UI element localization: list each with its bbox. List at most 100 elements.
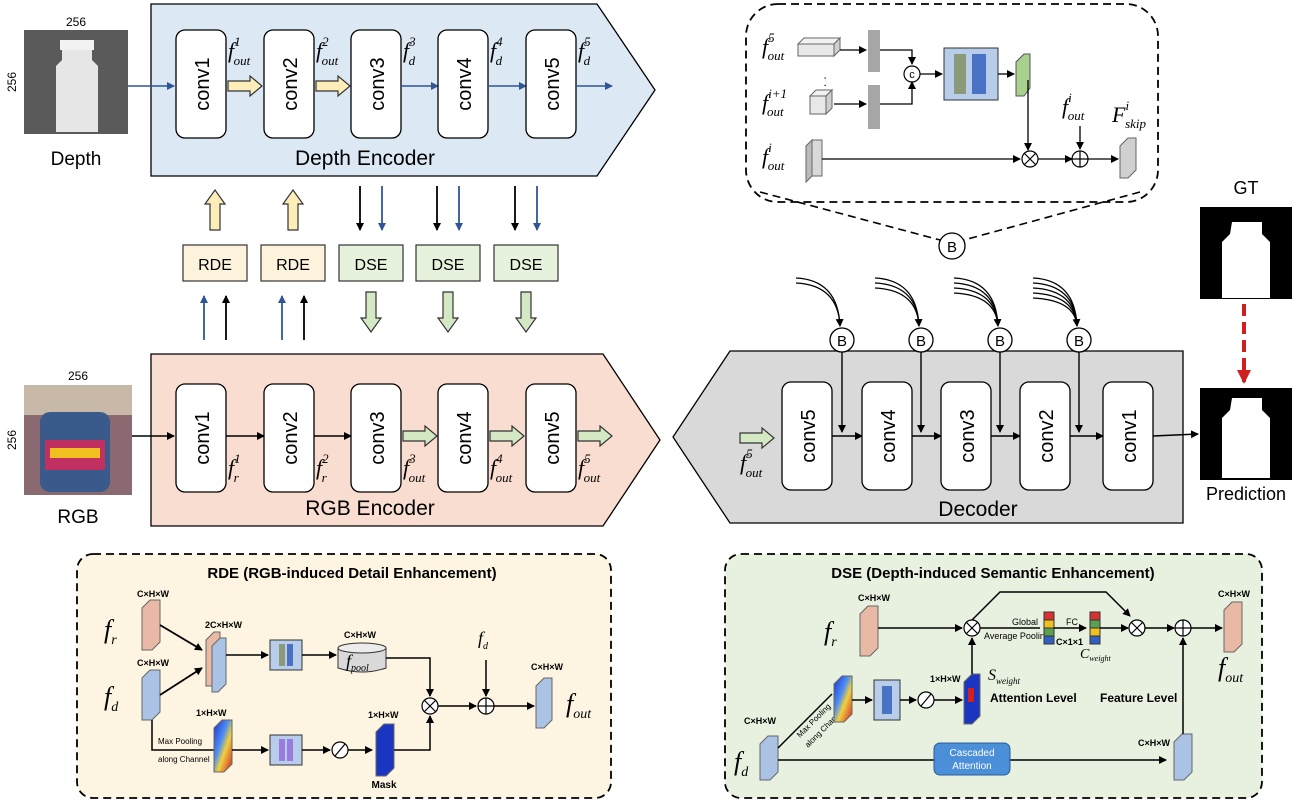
decoder-b-label-2: B <box>916 333 926 350</box>
decoder-title: Decoder <box>938 498 1017 521</box>
dse-out-cube <box>1223 601 1243 653</box>
dse-dim-out: C×H×W <box>1218 589 1251 599</box>
dse-dim-sw: 1×H×W <box>930 674 961 684</box>
depth-conv5-label: conv5 <box>542 57 564 110</box>
b-detail-node-label: B <box>947 239 957 256</box>
rde-maxpool-2: along Channel <box>158 755 210 764</box>
rgb-conv3-label: conv3 <box>367 411 389 464</box>
depth-fat-arrow-2 <box>315 74 351 98</box>
decoder-output-arrow <box>1152 430 1199 439</box>
dse-dim-fc: C×1×1 <box>1056 637 1083 647</box>
dse-cascaded-2: Attention <box>952 761 991 772</box>
dse-fd-cube <box>759 735 779 781</box>
depth-fat-arrow-1 <box>227 74 263 98</box>
dse-fd: fd <box>734 747 749 780</box>
depth-conv4-block <box>437 29 489 139</box>
dse-cweight-vector <box>1089 611 1101 645</box>
decoder-b-label-4: B <box>1074 333 1084 350</box>
rde-up-arrow-2 <box>281 188 305 231</box>
b-cube-fi1 <box>808 88 834 116</box>
rde-dim-fr: C×H×W <box>137 589 170 599</box>
rde-maxpool-map <box>213 719 233 773</box>
b-cube-f5 <box>796 36 842 58</box>
rgb-fat-arrow-4 <box>489 424 525 448</box>
decoder-conv4-label: conv4 <box>878 409 900 462</box>
depth-conv1-label: conv1 <box>192 57 214 110</box>
middle-rde-2 <box>260 244 326 282</box>
rde-panel-title: RDE (RGB-induced Detail Enhancement) <box>207 565 496 582</box>
dse-cascaded-1: Cascaded <box>949 748 994 759</box>
decoder-conv2-label: conv2 <box>1036 409 1058 462</box>
rde-fd: fd <box>104 682 119 715</box>
middle-dse-label-5: DSE <box>510 257 543 274</box>
dse-feat-cube <box>1173 733 1193 781</box>
rgb-conv4-block <box>437 383 489 493</box>
dse-dim-feat: C×H×W <box>1138 738 1171 748</box>
b-conv-top <box>868 30 880 72</box>
dse-panel: DSE (Depth-induced Semantic Enhancement)… <box>724 553 1263 799</box>
depth-conv2-block <box>263 29 315 139</box>
outputs: GT Prediction <box>1200 178 1292 504</box>
middle-dse-4 <box>415 244 481 282</box>
rgb-encoder-title: RGB Encoder <box>305 497 435 520</box>
depth-conv3-block <box>350 29 402 139</box>
rgb-conv4-label: conv4 <box>454 411 476 464</box>
rde-out-cube <box>535 677 553 729</box>
middle-rde-1 <box>182 244 248 282</box>
rde-fpool: fpool <box>346 651 369 674</box>
rde-panel: RDE (RGB-induced Detail Enhancement) fr … <box>76 553 612 799</box>
prediction-label: Prediction <box>1206 484 1286 504</box>
dse-sweight: Sweight <box>988 667 1020 686</box>
rde-fd-top: fd <box>478 628 489 652</box>
depth-conv2-label: conv2 <box>280 57 302 110</box>
rde-conv-bottom <box>269 734 303 766</box>
depth-label: Depth <box>51 149 102 170</box>
rgb-conv1-block <box>175 383 227 493</box>
rde-fout: fout <box>566 689 592 722</box>
dse-cascaded-attention <box>933 742 1011 776</box>
b-weight-map <box>1015 53 1031 97</box>
rde-mask-map <box>375 723 395 777</box>
dse-down-arrow-4 <box>436 291 460 334</box>
rgb-conv1-label: conv1 <box>192 411 214 464</box>
rde-conv-top <box>269 639 303 671</box>
decoder-b-label-3: B <box>995 333 1005 350</box>
rde-dim-concat: 2C×H×W <box>205 620 243 630</box>
dse-feature-level: Feature Level <box>1100 691 1177 705</box>
depth-conv5-block <box>525 29 577 139</box>
b-detail-node <box>938 232 966 260</box>
rde-dim-maxpool: 1×H×W <box>196 708 227 718</box>
dse-fr-cube <box>859 605 879 657</box>
rgb-size-side: 256 <box>5 430 19 450</box>
rde-fr: fr <box>104 615 117 648</box>
rde-fd-cube <box>141 669 161 721</box>
decoder-conv5-label: conv5 <box>798 409 820 462</box>
dse-down-arrow-5 <box>514 291 538 334</box>
rgb-fat-arrow-5 <box>577 424 613 448</box>
gt-label: GT <box>1234 178 1259 198</box>
dse-panel-title: DSE (Depth-induced Semantic Enhancement) <box>831 565 1154 582</box>
b-detail-box <box>745 3 1159 203</box>
dse-gap-2: Average Pooling <box>984 631 1050 641</box>
b-output-cube <box>1119 137 1137 179</box>
middle-dse-3 <box>338 244 404 282</box>
b-attention-block <box>943 47 999 101</box>
rde-mask-label: Mask <box>371 780 396 791</box>
